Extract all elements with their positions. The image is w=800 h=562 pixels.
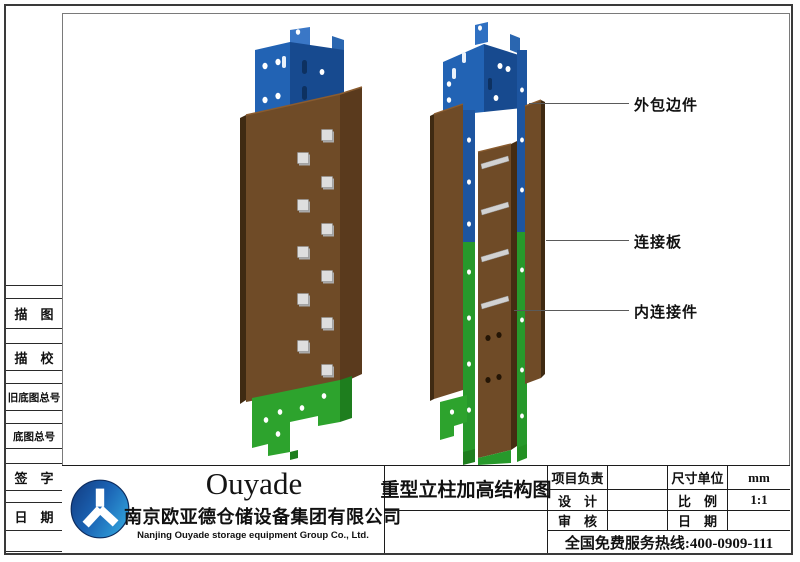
strip-row-signature: 签 字 [6,463,62,490]
company-name-cn: 南京欧亚德仓储设备集团有限公司 [124,507,402,527]
company-name-en: Nanjing Ouyade storage equipment Group C… [137,530,369,541]
bolts [297,129,334,378]
right-flange-strip [517,50,527,448]
ouyade-logo [70,479,130,539]
field-unit-label: 尺寸单位 [668,466,728,490]
upper-column-blue [443,22,522,116]
drawing-title-cell: 重型立柱加高结构图 [381,466,552,553]
inner-connector-plate [477,141,517,465]
annotation-connect-plate: 连接板 [634,235,683,251]
strip-gap [6,285,62,298]
annotation-outer-wrap: 外包边件 [634,98,699,114]
leader-line-outer-wrap [529,103,629,104]
leader-line-inner-connector [514,310,629,311]
strip-gap [6,448,62,463]
info-table: 项目负责 尺寸单位 mm 设 计 比 例 1:1 审 核 日 期 全国免费服务热… [548,466,790,553]
title-spare-cell [385,511,547,553]
field-scale-label: 比 例 [668,490,728,511]
strip-row-base-no: 底图总号 [6,423,62,448]
lower-column-green [252,376,352,460]
field-design-label: 设 计 [548,490,608,511]
strip-gap [6,410,62,423]
outer-sleeve-brown [240,86,363,404]
field-review-label: 审 核 [548,511,608,531]
title-block: Ouyade 南京欧亚德仓储设备集团有限公司 Nanjing Ouyade st… [62,465,790,553]
lower-column-green [440,395,527,465]
strip-spare-cell [6,13,62,285]
strip-row-trace-check: 描 校 [6,343,62,370]
field-design-value [608,490,668,511]
field-unit-value: mm [728,466,790,490]
field-date-label: 日 期 [668,511,728,531]
strip-gap [6,328,62,343]
field-scale-value: 1:1 [728,490,790,511]
right-cutaway-view [430,22,545,465]
service-hotline: 全国免费服务热线:400-0909-111 [564,535,774,552]
field-date-value [728,511,790,531]
strip-row-date: 日 期 [6,502,62,530]
field-project-lead-label: 项目负责 [548,466,608,490]
strip-row-old-base-no: 旧底图总号 [6,383,62,410]
brand-name: Ouyade [205,466,303,501]
company-cell: Ouyade 南京欧亚德仓储设备集团有限公司 Nanjing Ouyade st… [62,466,402,553]
strip-spare-cell [6,530,62,552]
drawing-title: 重型立柱加高结构图 [381,466,552,511]
strip-gap [6,370,62,383]
field-review-value [608,511,668,531]
leader-line-connect-plate [546,240,629,241]
field-project-lead-value [608,466,668,490]
left-strip: 描 图 描 校 旧底图总号 底图总号 签 字 日 期 [6,13,62,552]
strip-row-trace-drawing: 描 图 [6,298,62,328]
outer-side-plates-brown [430,99,545,401]
left-isometric-view [240,27,363,460]
outer-border [4,4,793,555]
strip-gap [6,490,62,502]
annotation-inner-connector: 内连接件 [634,305,699,321]
